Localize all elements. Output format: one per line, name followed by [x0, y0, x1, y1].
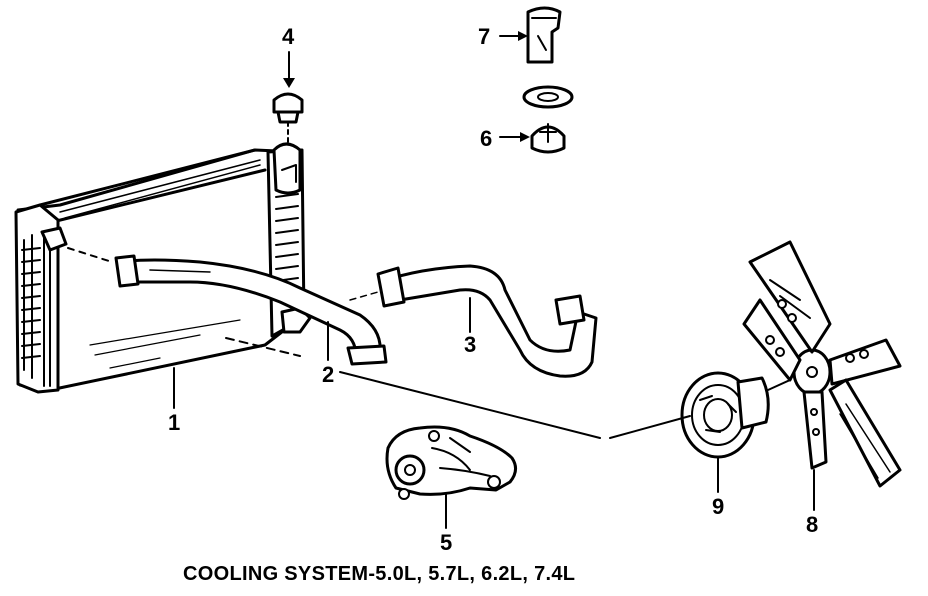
callout-4: 4	[282, 24, 295, 49]
callout-1: 1	[168, 410, 180, 435]
callout-5: 5	[440, 530, 452, 555]
leader-lines	[173, 297, 691, 439]
cooling-fan	[742, 240, 902, 511]
thermostat-outlet	[499, 6, 562, 64]
diagram-caption: COOLING SYSTEM-5.0L, 5.7L, 6.2L, 7.4L	[183, 563, 576, 585]
lower-hose	[114, 254, 388, 366]
water-pump	[385, 425, 517, 529]
callout-7: 7	[478, 24, 490, 49]
callout-6: 6	[480, 126, 492, 151]
thermostat	[499, 123, 566, 154]
callout-2: 2	[322, 362, 334, 387]
callout-3: 3	[464, 332, 476, 357]
radiator-cap	[272, 51, 304, 143]
thermostat-gasket	[522, 85, 574, 109]
upper-hose	[349, 264, 598, 378]
callout-9: 9	[712, 494, 724, 519]
callout-8: 8	[806, 512, 818, 537]
fan-clutch	[680, 371, 791, 493]
